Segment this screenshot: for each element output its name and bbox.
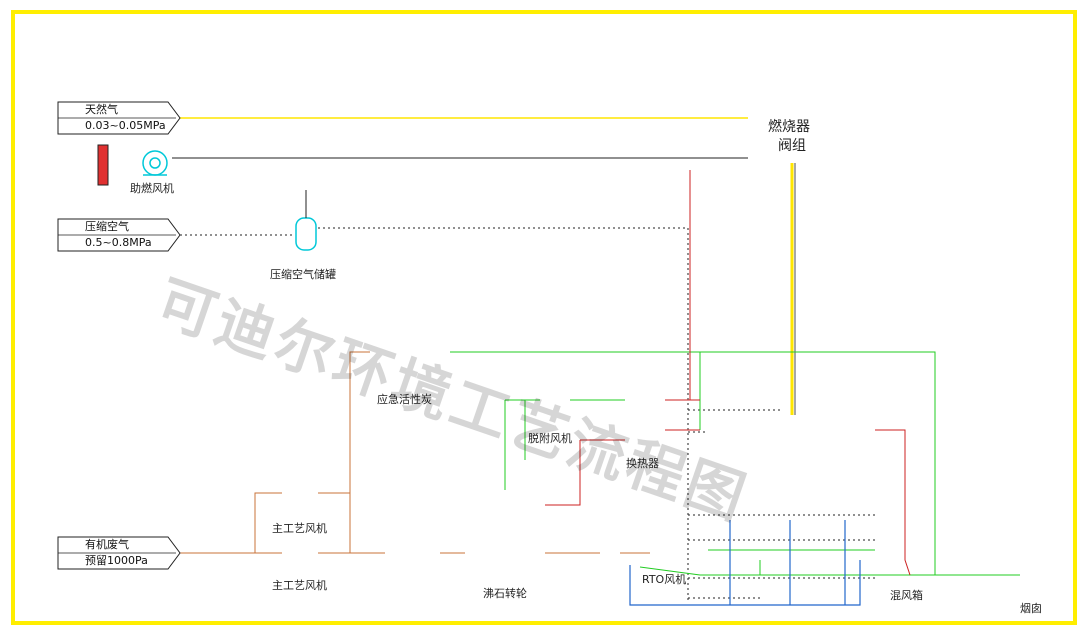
burner-box-line1: 燃烧器: [768, 119, 810, 135]
zeolite-rotor-label: 沸石转轮: [483, 587, 527, 600]
natural-gas-name: 天然气: [85, 103, 118, 116]
heat-exchanger-label: 换热器: [626, 457, 659, 470]
air-filter-icon: [97, 144, 109, 186]
burner-box-line2: 阀组: [778, 138, 806, 154]
waste-gas-spec: 预留1000Pa: [85, 554, 148, 567]
combustion-fan-icon: [142, 150, 168, 176]
chimney-label: 烟囱: [1020, 602, 1042, 615]
natural-gas-spec: 0.03~0.05MPa: [85, 119, 166, 132]
waste-gas-name: 有机废气: [85, 538, 129, 551]
cold-gas-pipes: [629, 520, 861, 606]
hot-gas-pipes: [545, 170, 911, 576]
main-fan-1-label: 主工艺风机: [272, 522, 327, 535]
air-tank-icon: [295, 190, 317, 251]
emergency-carbon-label: 应急活性炭: [377, 393, 432, 406]
combustion-fan-label: 助燃风机: [130, 182, 174, 195]
rto-fan-label: RTO风机: [642, 573, 687, 586]
compressed-air-name: 压缩空气: [85, 220, 129, 233]
air-tank-label: 压缩空气储罐: [270, 268, 336, 281]
compressed-air-pipe: [180, 227, 875, 600]
desorption-fan-label: 脱附风机: [528, 432, 572, 445]
waste-gas-pipes: [180, 351, 650, 554]
mixing-box-label: 混风箱: [890, 589, 923, 602]
main-fan-2-label: 主工艺风机: [272, 579, 327, 592]
compressed-air-spec: 0.5~0.8MPa: [85, 236, 152, 249]
diagram-border: [11, 10, 1077, 625]
